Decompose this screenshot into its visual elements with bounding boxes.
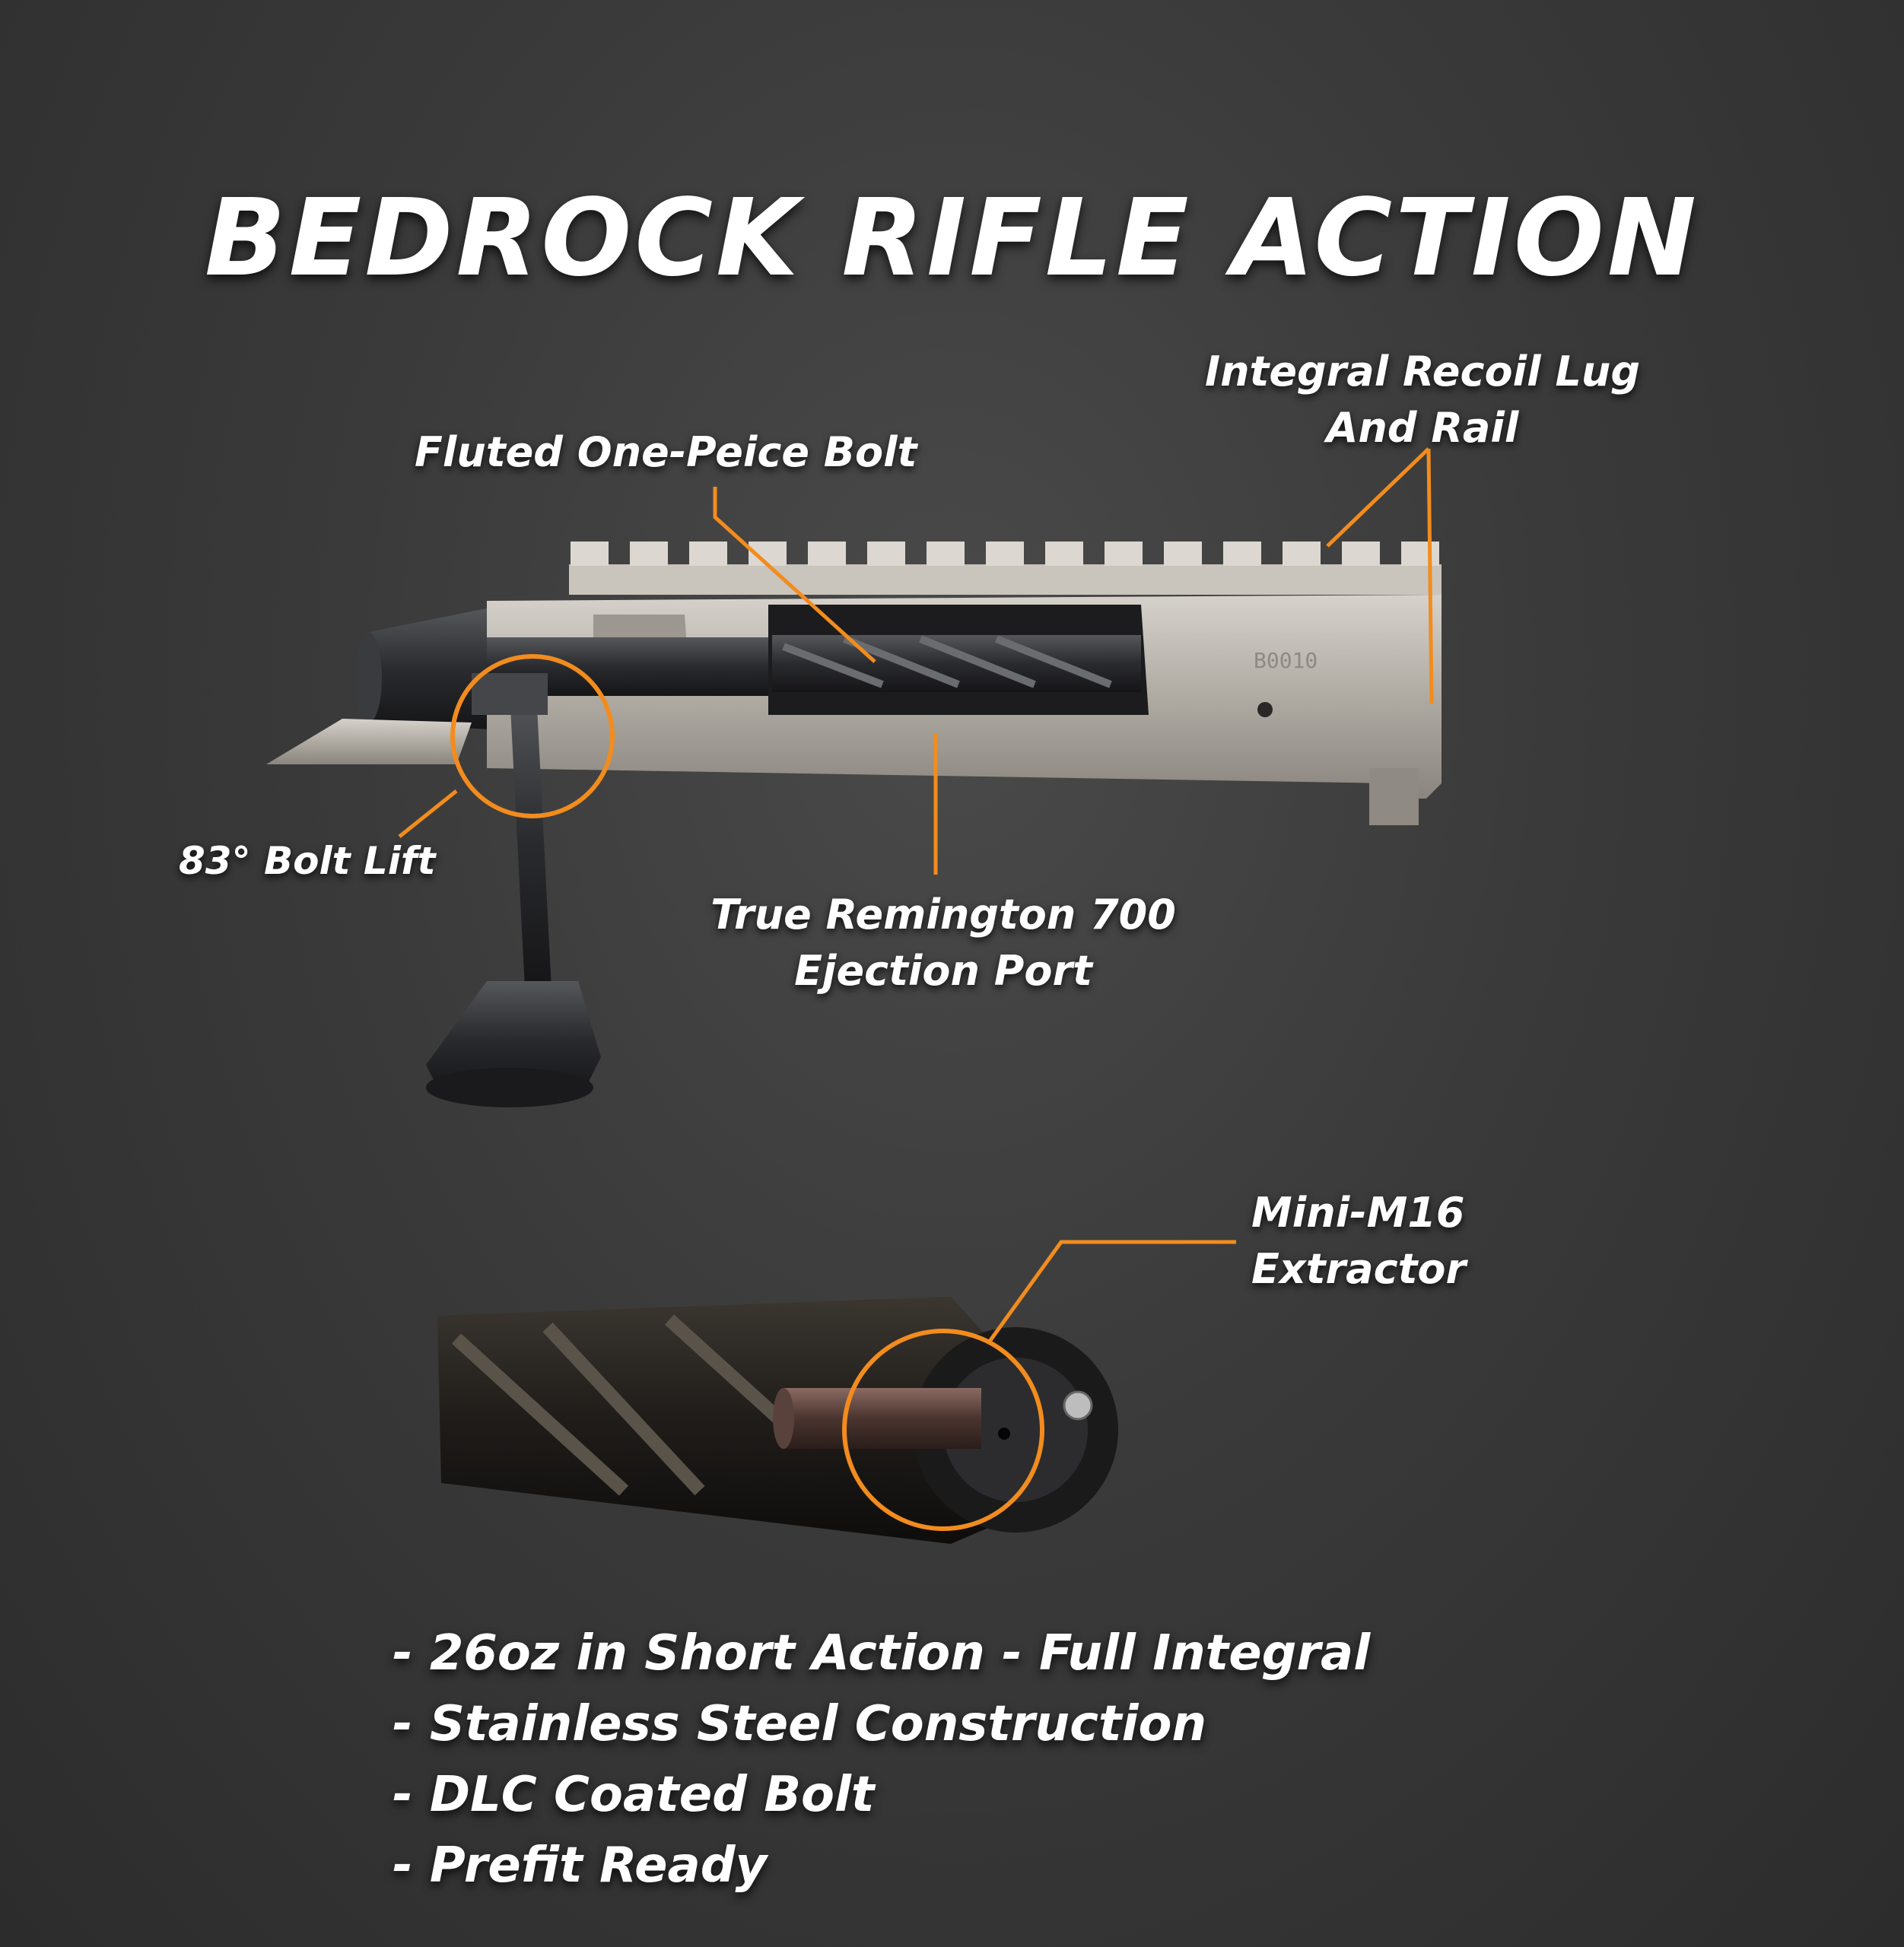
recoil-lug: [1369, 768, 1419, 825]
svg-text:B0010: B0010: [1254, 648, 1318, 673]
recoil-lug-leader: [1426, 448, 1434, 704]
receiver-illustration: B0010: [266, 542, 1442, 1107]
receiver-tang: [266, 719, 472, 764]
feature-weight: - 26oz in Short Action - Full Integral: [393, 1625, 1371, 1682]
feature-prefit: - Prefit Ready: [393, 1837, 768, 1894]
bolt-knob: [426, 981, 601, 1095]
callout-recoil-lug-line1: Integral Recoil Lug: [1205, 348, 1640, 395]
ejector-rod: [784, 1388, 981, 1449]
callout-ejection-port-line1: True Remington 700: [710, 891, 1176, 939]
callout-recoil-lug-line2: And Rail: [1326, 404, 1519, 452]
feature-construction: - Stainless Steel Construction: [393, 1696, 1207, 1752]
callout-recoil-lug: Integral Recoil Lug And Rail: [1156, 344, 1689, 456]
bolt-shroud: [365, 608, 502, 730]
bolt-lift-circle: [450, 654, 615, 818]
feature-coating: - DLC Coated Bolt: [393, 1767, 875, 1823]
callout-ejection-port: True Remington 700 Ejection Port: [662, 887, 1225, 999]
extractor-pin: [1063, 1390, 1093, 1421]
extractor-leader: [987, 1240, 1236, 1344]
callout-fluted-bolt: Fluted One-Peice Bolt: [415, 428, 917, 476]
callout-lines: [398, 447, 1434, 1531]
callout-bolt-lift: 83° Bolt Lift: [179, 839, 436, 883]
fluted-bolt-leader: [713, 487, 876, 663]
bolt-closeup-illustration: [437, 1297, 1118, 1544]
callout-extractor-line1: Mini-M16: [1251, 1189, 1465, 1237]
callout-ejection-port-line2: Ejection Port: [794, 947, 1092, 995]
picatinny-rail: [569, 564, 1442, 595]
bolt-lift-leader: [398, 789, 458, 838]
callout-extractor-line2: Extractor: [1251, 1245, 1467, 1293]
bolt-handle: [510, 692, 551, 989]
extractor-circle: [842, 1329, 1044, 1531]
callout-extractor: Mini-M16 Extractor: [1251, 1185, 1466, 1297]
page-title: BEDROCK RIFLE ACTION: [204, 176, 1699, 300]
rail-leader: [1326, 447, 1430, 548]
feature-list: - 26oz in Short Action - Full Integral -…: [393, 1618, 1370, 1901]
